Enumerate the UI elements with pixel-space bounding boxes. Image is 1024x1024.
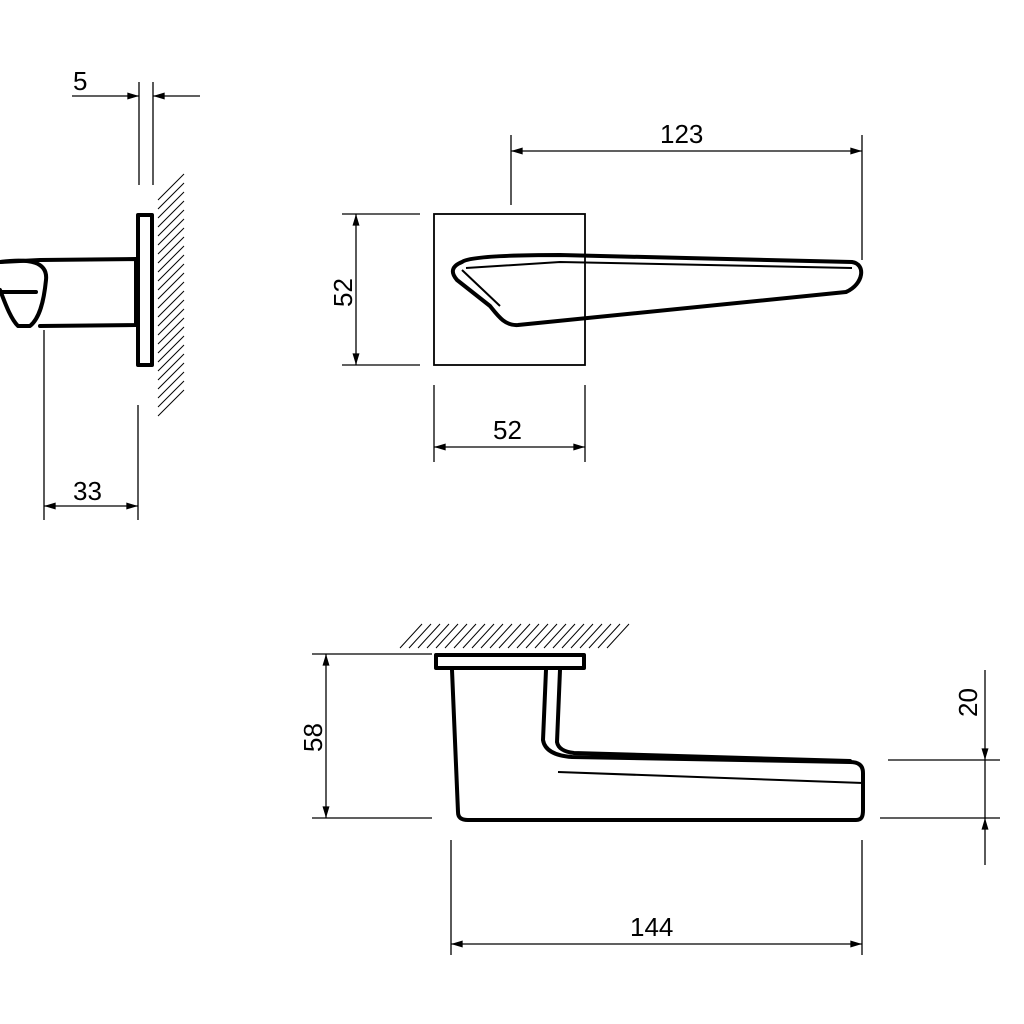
rose-plate [136, 213, 154, 367]
hatch-line [588, 623, 612, 649]
hatch-line [399, 623, 423, 649]
hatch-line [426, 623, 450, 649]
wall-hatch [399, 623, 630, 649]
hatch-line [157, 263, 185, 291]
hatch-line [462, 623, 486, 649]
hatch-line [552, 623, 576, 649]
hatch-line [157, 299, 185, 327]
hatch-line [157, 362, 185, 390]
hatch-line [157, 236, 185, 264]
dimension-52-vertical: 52 [328, 213, 420, 366]
lever-body [450, 668, 865, 822]
rose-square [433, 213, 586, 366]
hatch-line [157, 209, 185, 237]
lever-edge [461, 260, 853, 307]
dimension-5: 5 [72, 66, 200, 185]
lever-tip [0, 258, 49, 328]
lever-edge [557, 771, 864, 784]
hatch-line [157, 191, 185, 219]
hatch-line [157, 182, 185, 210]
dimension-label: 123 [660, 119, 703, 149]
dimension-label: 58 [298, 723, 328, 752]
hatch-line [516, 623, 540, 649]
hatch-line [597, 623, 621, 649]
hatch-line [417, 623, 441, 649]
wall-hatch [157, 173, 185, 417]
hatch-line [157, 335, 185, 363]
hatch-line [489, 623, 513, 649]
hatch-line [157, 272, 185, 300]
hatch-line [507, 623, 531, 649]
hatch-line [606, 623, 630, 649]
hatch-line [570, 623, 594, 649]
front-view: 123 52 52 [328, 119, 863, 462]
hatch-line [408, 623, 432, 649]
hatch-line [157, 227, 185, 255]
hatch-line [157, 317, 185, 345]
hatch-line [444, 623, 468, 649]
dimension-label: 52 [328, 278, 358, 307]
dimension-label: 52 [493, 415, 522, 445]
lever [450, 253, 863, 328]
dimension-58: 58 [298, 653, 432, 819]
hatch-line [534, 623, 558, 649]
hatch-line [157, 290, 185, 318]
dimension-20: 20 [880, 670, 1000, 865]
dimension-33: 33 [43, 330, 139, 520]
hatch-line [471, 623, 495, 649]
dimension-label: 20 [953, 688, 983, 717]
hatch-line [435, 623, 459, 649]
hatch-line [157, 254, 185, 282]
side-view: 5 33 [0, 66, 200, 520]
hatch-line [525, 623, 549, 649]
hatch-line [498, 623, 522, 649]
top-view: 58 20 144 [298, 623, 1000, 955]
hatch-line [157, 380, 185, 408]
hatch-line [157, 173, 185, 201]
hatch-line [157, 326, 185, 354]
hatch-line [157, 218, 185, 246]
hatch-line [157, 371, 185, 399]
dimension-label: 144 [630, 912, 673, 942]
hatch-line [453, 623, 477, 649]
hatch-line [157, 308, 185, 336]
hatch-line [579, 623, 603, 649]
hatch-line [543, 623, 567, 649]
hatch-line [480, 623, 504, 649]
dimension-label: 5 [73, 66, 87, 96]
hatch-line [157, 344, 185, 372]
hatch-line [561, 623, 585, 649]
dimension-label: 33 [73, 476, 102, 506]
hatch-line [157, 245, 185, 273]
lever-neck [555, 668, 852, 763]
hatch-line [157, 353, 185, 381]
rose-plate [434, 653, 586, 670]
hatch-line [157, 200, 185, 228]
hatch-line [157, 389, 185, 417]
dimension-52-horizontal: 52 [433, 385, 586, 462]
dimension-123: 123 [510, 119, 863, 260]
dimension-144: 144 [450, 840, 863, 955]
hatch-line [157, 281, 185, 309]
